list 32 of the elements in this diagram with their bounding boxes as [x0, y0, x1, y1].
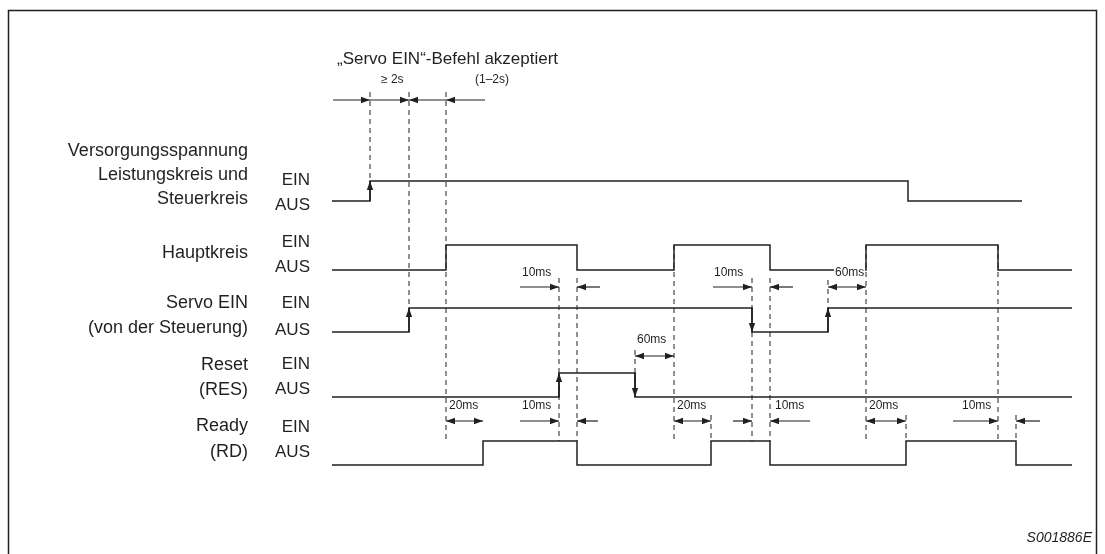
level-label: EIN [281, 353, 310, 375]
time-label: 20ms [868, 398, 900, 412]
signal-name: Servo EIN [165, 291, 248, 314]
time-label: 10ms [961, 398, 993, 412]
signal-name: Hauptkreis [161, 241, 248, 264]
time-label: 60ms [834, 265, 866, 279]
time-label: (1–2s) [474, 72, 510, 86]
level-label: EIN [281, 231, 310, 253]
signal-name: (RD) [210, 440, 248, 463]
signal-name: Versorgungsspannung Leistungskreis und Steuerkreis [66, 139, 248, 210]
signal-name: Ready [195, 414, 248, 437]
time-label: 10ms [774, 398, 806, 412]
level-label: EIN [281, 169, 310, 191]
figure-number: S001886E [1026, 528, 1092, 547]
signal-name: Reset [200, 353, 248, 376]
time-label: 60ms [636, 332, 668, 346]
level-label: EIN [281, 416, 310, 438]
time-label: 10ms [713, 265, 745, 279]
level-label: AUS [275, 441, 310, 463]
time-label: 10ms [521, 398, 553, 412]
level-label: AUS [275, 256, 310, 278]
signal-name: (RES) [199, 378, 248, 401]
time-label: 20ms [676, 398, 708, 412]
time-label: ≥ 2s [380, 72, 405, 86]
time-label: 20ms [448, 398, 480, 412]
time-label: 10ms [521, 265, 553, 279]
level-label: AUS [275, 319, 310, 341]
level-label: AUS [275, 378, 310, 400]
signal-name: (von der Steuerung) [87, 316, 248, 339]
level-label: EIN [281, 292, 310, 314]
diagram-title: „Servo EIN“-Befehl akzeptiert [337, 48, 559, 70]
level-label: AUS [275, 194, 310, 216]
